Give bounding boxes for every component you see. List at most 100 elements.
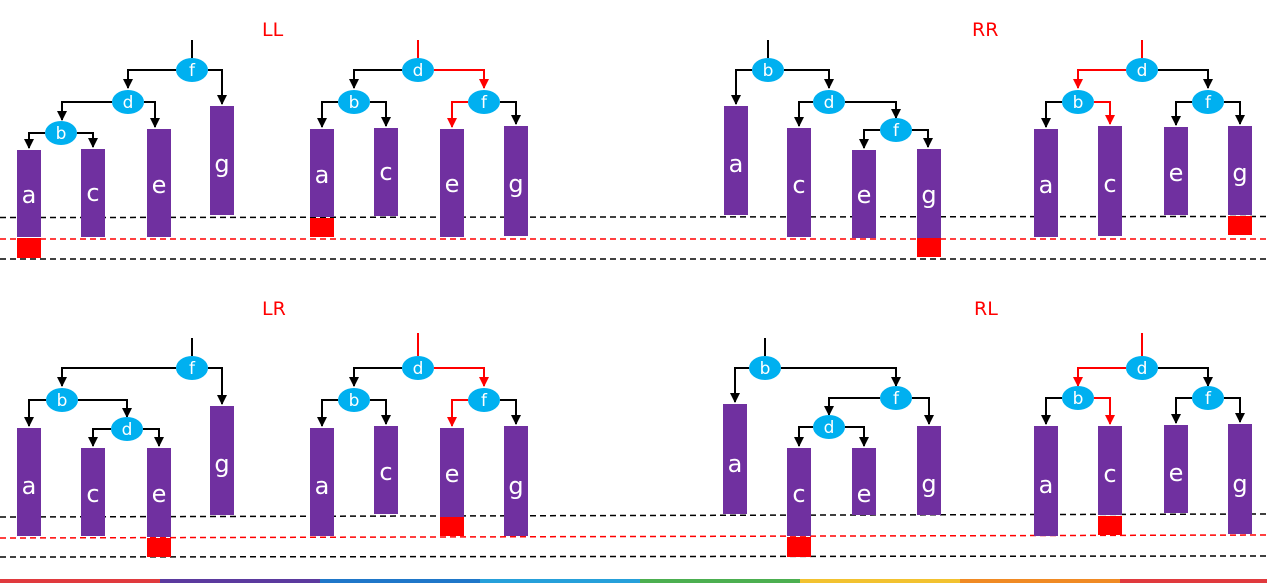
panel-title: RR xyxy=(972,19,998,41)
subtree-bar xyxy=(504,126,528,236)
subtree-bar xyxy=(440,428,464,517)
tree-node xyxy=(1192,90,1224,114)
node-label: d xyxy=(824,418,835,438)
subtree-bar xyxy=(1034,129,1058,237)
bar-label: e xyxy=(857,480,872,508)
tree-node xyxy=(111,417,143,441)
node-label: f xyxy=(481,93,488,113)
bar-label: a xyxy=(315,472,330,500)
subtree-bar xyxy=(1098,426,1122,515)
node-label: d xyxy=(824,93,835,113)
subtree-bar xyxy=(210,406,234,515)
bar-label: g xyxy=(921,470,936,498)
tree-node xyxy=(1126,356,1158,380)
inserted-node-block xyxy=(17,238,41,258)
subtree-bar xyxy=(1164,425,1188,513)
bottom-color-rule xyxy=(0,579,1267,583)
node-label: b xyxy=(56,124,67,144)
node-label: f xyxy=(481,391,488,411)
subtree-bar xyxy=(1034,426,1058,536)
node-label: f xyxy=(893,121,900,141)
inserted-node-block xyxy=(440,517,464,536)
panel-title: RL xyxy=(974,298,998,320)
node-label: b xyxy=(349,93,360,113)
subtree-bar xyxy=(1098,126,1122,236)
tree-node xyxy=(813,415,845,439)
panel-title: LR xyxy=(262,298,286,320)
subtree-bar xyxy=(724,106,748,215)
subtree-bar xyxy=(504,426,528,536)
node-label: b xyxy=(57,391,68,411)
node-label: b xyxy=(760,359,771,379)
panel-rr: RR a c e g b d f xyxy=(724,19,1252,257)
subtree-bar xyxy=(1164,127,1188,215)
tree-after: a c e g d b f xyxy=(1034,333,1252,536)
subtree-bar xyxy=(917,426,941,515)
inserted-node-block xyxy=(1098,516,1122,535)
tree-node xyxy=(338,388,370,412)
upper-baseline xyxy=(0,215,1267,219)
tree-node xyxy=(813,90,845,114)
tree-after: a c e g d b f xyxy=(1034,40,1252,237)
subtree-bar xyxy=(374,128,398,216)
tree-node xyxy=(45,121,77,145)
bar-label: g xyxy=(508,472,523,500)
bar-label: a xyxy=(728,450,743,478)
bar-label: e xyxy=(445,170,460,198)
bar-label: a xyxy=(1039,471,1054,499)
bar-label: g xyxy=(1232,159,1247,187)
subtree-bar xyxy=(147,448,171,537)
subtree-bar xyxy=(723,404,747,514)
tree-node xyxy=(880,118,912,142)
node-label: d xyxy=(1137,61,1148,81)
subtree-bar xyxy=(852,448,876,515)
subtree-bar xyxy=(440,129,464,237)
inserted-node-block xyxy=(1228,216,1252,235)
tree-node xyxy=(880,386,912,410)
tree-node xyxy=(176,58,208,82)
subtree-bar xyxy=(917,149,941,238)
bar-label: g xyxy=(921,181,936,209)
bar-label: g xyxy=(1232,470,1247,498)
bar-label: c xyxy=(379,458,392,486)
tree-node xyxy=(402,58,434,82)
tree-node xyxy=(46,388,78,412)
tree-node xyxy=(1192,386,1224,410)
bar-label: a xyxy=(315,161,330,189)
bar-label: e xyxy=(1169,459,1184,487)
tree-node xyxy=(468,90,500,114)
lower-baseline xyxy=(0,555,1267,558)
tree-node xyxy=(176,356,208,380)
tree-node xyxy=(112,90,144,114)
bar-label: c xyxy=(379,158,392,186)
tree-after: a c e g d b f xyxy=(310,40,528,237)
subtree-bar xyxy=(17,428,41,536)
upper-baseline xyxy=(0,513,1267,518)
panel-ll: LL a c e g xyxy=(17,19,528,258)
inserted-node-block xyxy=(147,538,171,557)
subtree-bar xyxy=(852,150,876,238)
node-label: b xyxy=(1073,93,1084,113)
tree-node xyxy=(1062,90,1094,114)
tree-before: a c e g b d f xyxy=(724,40,941,257)
node-label: d xyxy=(413,61,424,81)
node-label: f xyxy=(189,359,196,379)
subtree-bar xyxy=(210,106,234,215)
panel-lr: LR a c e g f b d xyxy=(17,298,528,557)
node-label: f xyxy=(893,389,900,409)
bar-label: a xyxy=(729,150,744,178)
subtree-bar xyxy=(1228,126,1252,215)
bar-label: e xyxy=(445,460,460,488)
bar-label: a xyxy=(22,472,37,500)
bar-label: g xyxy=(508,170,523,198)
node-label: f xyxy=(1205,389,1212,409)
subtree-bar xyxy=(787,448,811,536)
subtree-bar xyxy=(1228,424,1252,534)
bar-label: c xyxy=(1103,170,1116,198)
subtree-bar xyxy=(374,426,398,514)
node-label: d xyxy=(413,359,424,379)
bar-label: g xyxy=(214,450,229,478)
bar-label: c xyxy=(1103,460,1116,488)
node-label: b xyxy=(763,61,774,81)
